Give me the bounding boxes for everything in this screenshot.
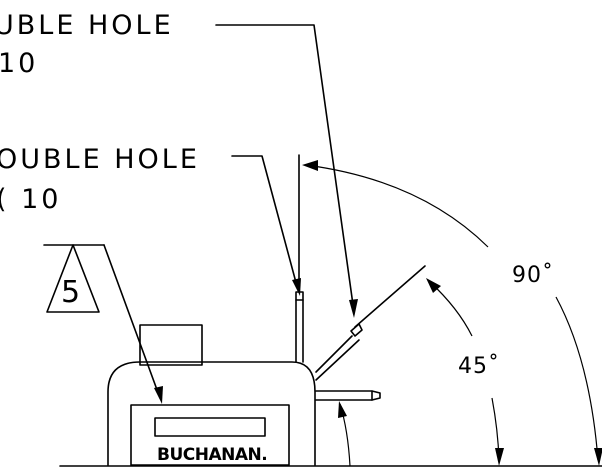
dimension-45 xyxy=(426,278,504,466)
top-note-leader xyxy=(215,24,358,318)
delta-callout xyxy=(43,244,163,404)
angle-45-label: 45˚ xyxy=(458,354,500,379)
brand-logo: BUCHANAN. xyxy=(157,445,267,465)
device-body xyxy=(59,324,602,467)
dimension-90 xyxy=(302,160,602,466)
top-note-line1: UBLE HOLE xyxy=(0,10,174,41)
dimension-horizontal-arrow xyxy=(338,401,351,467)
delta-number: 5 xyxy=(61,275,80,310)
mid-note-line1: OUBLE HOLE xyxy=(0,144,200,175)
mid-note-line2: ( 10 xyxy=(0,184,61,215)
mid-note-leader xyxy=(231,155,301,296)
pin-vertical xyxy=(295,154,304,363)
pin-horizontal xyxy=(315,390,381,401)
pin-angled xyxy=(315,265,426,381)
top-note-line2: 10 xyxy=(0,48,38,79)
angle-90-label: 90˚ xyxy=(512,263,554,288)
